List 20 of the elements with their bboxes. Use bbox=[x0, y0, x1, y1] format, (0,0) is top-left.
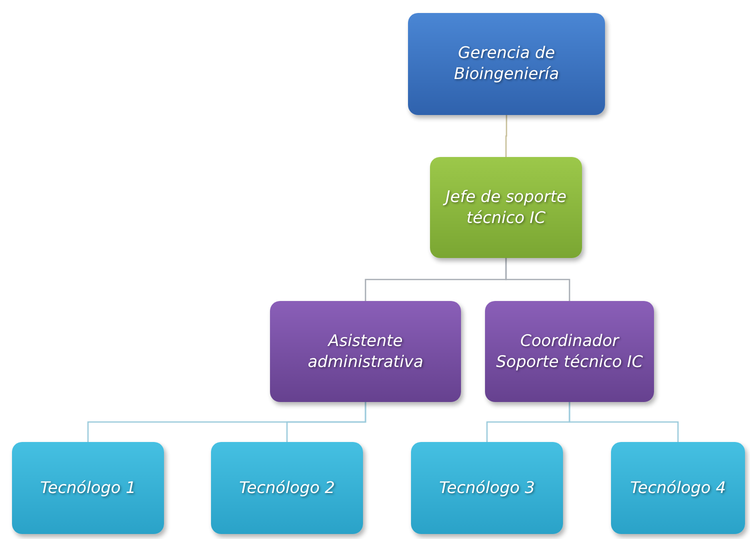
role-title: Tecnólogo 2 bbox=[239, 478, 335, 498]
org-box bbox=[485, 301, 654, 402]
org-box bbox=[611, 442, 745, 534]
role-title: Tecnólogo 3 bbox=[439, 478, 535, 498]
connector-line bbox=[568, 402, 679, 442]
role-title: Gerencia de Bioingeniería bbox=[452, 43, 560, 85]
org-box bbox=[408, 13, 605, 115]
org-box bbox=[411, 442, 563, 534]
org-box bbox=[430, 157, 582, 258]
org-box bbox=[211, 442, 363, 534]
connector-line bbox=[505, 115, 508, 157]
org-box bbox=[270, 301, 461, 402]
role-title: Jefe de soporte técnico IC bbox=[440, 186, 572, 228]
connector-line bbox=[505, 258, 570, 301]
role-title: Tecnólogo 1 bbox=[40, 478, 136, 498]
role-title: Coordinador Soporte técnico IC bbox=[495, 330, 644, 372]
org-box bbox=[12, 442, 164, 534]
role-title: Tecnólogo 4 bbox=[630, 478, 726, 498]
connector-line bbox=[286, 402, 366, 442]
role-title: Asistente administrativa bbox=[306, 330, 424, 372]
